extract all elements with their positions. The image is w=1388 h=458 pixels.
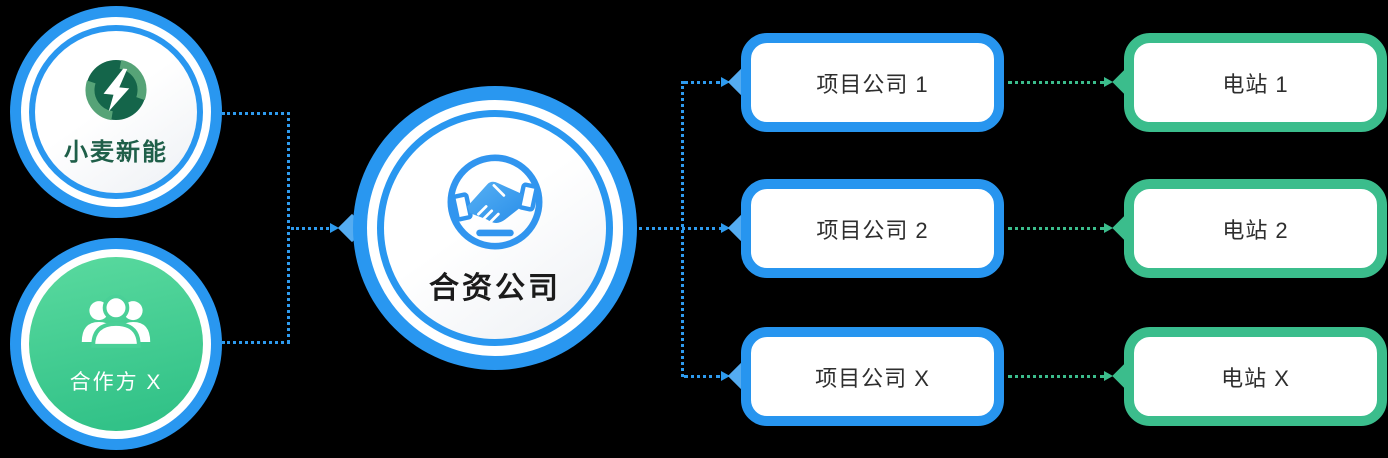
arrowhead-to-jv xyxy=(330,223,339,233)
node-station-1: 电站 1 xyxy=(1124,33,1387,132)
connector-left-vertical xyxy=(287,112,290,343)
connector-to-jv-h xyxy=(291,227,329,230)
node-project-company-1: 项目公司 1 xyxy=(741,33,1004,132)
connector-to-pc3-h xyxy=(684,375,720,378)
node-parent-partner: 合作方 X xyxy=(10,238,222,450)
connector-pc2-station2 xyxy=(1008,227,1104,230)
arrowhead-to-pc2 xyxy=(721,223,730,233)
arrowhead-to-station3 xyxy=(1104,371,1113,381)
node-parent-xiaomai: 小麦新能 xyxy=(10,6,222,218)
connector-right-vertical xyxy=(681,81,684,377)
node-project-company-1-label: 项目公司 1 xyxy=(816,71,929,97)
connector-pc1-station1 xyxy=(1008,81,1104,84)
connector-to-pc1-h xyxy=(684,81,720,84)
node-joint-venture: 合资公司 xyxy=(353,86,637,370)
node-parent-xiaomai-label: 小麦新能 xyxy=(64,138,168,166)
people-icon xyxy=(78,292,154,354)
lightning-logo-icon xyxy=(84,58,148,122)
node-station-1-label: 电站 1 xyxy=(1222,71,1289,97)
connector-parent2-h xyxy=(222,341,290,344)
node-parent-partner-body: 合作方 X xyxy=(29,257,203,431)
connector-parent1-h xyxy=(222,112,290,115)
node-project-company-x: 项目公司 X xyxy=(741,327,1004,426)
node-station-x-label: 电站 X xyxy=(1221,365,1290,391)
connector-jv-to-pc2-h xyxy=(639,227,722,230)
node-station-2: 电站 2 xyxy=(1124,179,1387,278)
arrowhead-to-pc1 xyxy=(721,77,730,87)
node-parent-xiaomai-body: 小麦新能 xyxy=(35,31,197,193)
arrowhead-to-station1 xyxy=(1104,77,1113,87)
node-station-2-label: 电站 2 xyxy=(1222,217,1289,243)
arrowhead-to-station2 xyxy=(1104,223,1113,233)
handshake-icon xyxy=(442,149,548,255)
node-project-company-2-label: 项目公司 2 xyxy=(816,217,929,243)
connector-pc3-station3 xyxy=(1008,375,1104,378)
node-joint-venture-label: 合资公司 xyxy=(429,272,561,305)
node-project-company-x-label: 项目公司 X xyxy=(815,365,930,391)
arrowhead-to-pc3 xyxy=(721,371,730,381)
node-joint-venture-body: 合资公司 xyxy=(384,117,606,339)
node-station-x: 电站 X xyxy=(1124,327,1387,426)
node-project-company-2: 项目公司 2 xyxy=(741,179,1004,278)
node-parent-partner-label: 合作方 X xyxy=(69,371,163,394)
